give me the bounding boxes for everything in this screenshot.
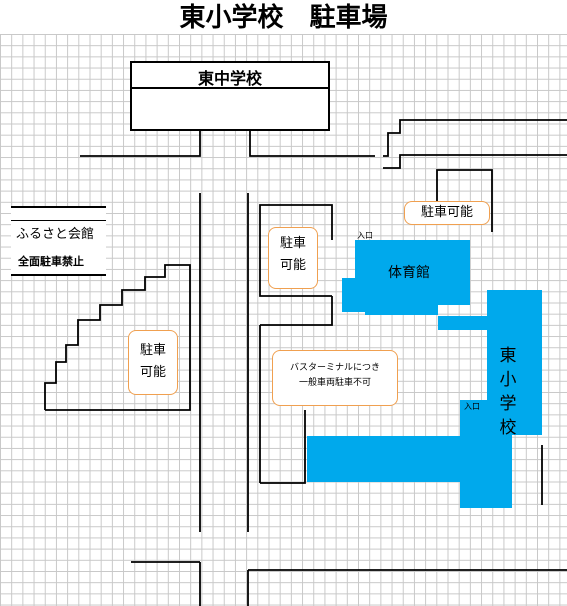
furusato-name: ふるさと会館 [16, 227, 95, 242]
bus-terminal-note: バスターミナルにつき 一般車両駐車不可 [272, 350, 398, 406]
page-title: 東小学校 駐車場 [0, 0, 567, 34]
furusato-hall: ふるさと会館 全面駐車禁止 [11, 206, 106, 276]
gym-entrance-label: 入口 [357, 231, 373, 240]
furusato-note: 全面駐車禁止 [18, 255, 84, 268]
school-entrance-label: 入口 [464, 402, 480, 411]
gym-label: 体育館 [388, 265, 430, 281]
higashi-chu-building: 東中学校 [130, 61, 330, 131]
higashi-chu-label: 東中学校 [197, 69, 262, 88]
parking-left: 駐車 可能 [128, 330, 178, 395]
school-label: 東 小 学 校 [499, 346, 517, 438]
parking-top-right: 駐車可能 [404, 201, 490, 225]
parking-center-top: 駐車 可能 [268, 227, 318, 289]
